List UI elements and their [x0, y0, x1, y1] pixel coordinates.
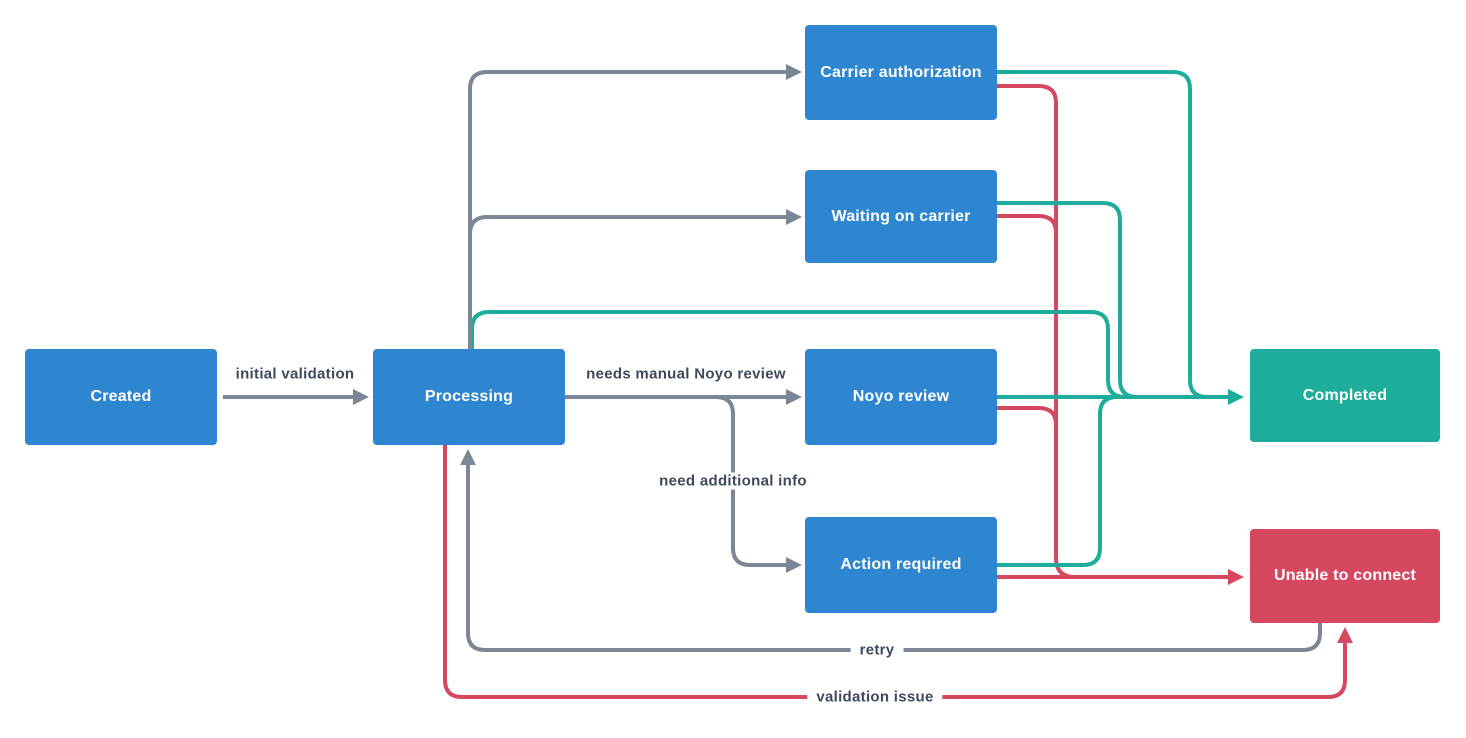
node-unable-to-connect: Unable to connect	[1250, 529, 1440, 623]
arrowhead-waiting-on-carrier	[786, 209, 802, 225]
edge-noyo-branch-to-action-required	[715, 395, 786, 567]
node-completed: Completed	[1250, 349, 1440, 442]
arrowhead-completed	[1228, 389, 1244, 405]
edge-carrier-authorization-to-completed	[997, 70, 1208, 399]
edge-waiting-on-carrier-to-unable-to-connect	[997, 214, 1058, 558]
node-noyo-review: Noyo review	[805, 349, 997, 445]
arrowhead-action-required	[786, 557, 802, 573]
arrowhead-unable-to-connect	[1228, 569, 1244, 585]
arrowhead-validation-issue	[1337, 627, 1353, 643]
edge-label-validation-issue: validation issue	[807, 688, 943, 706]
edge-processing-to-waiting-on-carrier	[468, 215, 786, 349]
edge-label-retry: retry	[850, 641, 904, 659]
node-waiting-on-carrier: Waiting on carrier	[805, 170, 997, 263]
edge-noyo-review-to-unable-to-connect	[997, 406, 1058, 558]
edge-label-needs-manual-noyo-review: needs manual Noyo review	[586, 365, 786, 383]
arrowhead-noyo-review	[786, 389, 802, 405]
arrowhead-processing	[353, 389, 369, 405]
node-action-required: Action required	[805, 517, 997, 613]
node-processing: Processing	[373, 349, 565, 445]
edge-waiting-on-carrier-to-completed	[997, 201, 1138, 399]
edge-processing-to-completed	[470, 310, 1126, 399]
edge-processing-to-carrier-authorization	[468, 70, 786, 349]
edge-label-initial-validation: initial validation	[235, 365, 355, 383]
arrowhead-carrier-authorization	[786, 64, 802, 80]
edge-carrier-authorization-to-unable-to-connect	[997, 84, 1229, 579]
node-created: Created	[25, 349, 217, 445]
node-carrier-authorization: Carrier authorization	[805, 25, 997, 120]
edge-label-need-additional-info: need additional info	[650, 472, 816, 490]
arrowhead-retry	[460, 449, 476, 465]
